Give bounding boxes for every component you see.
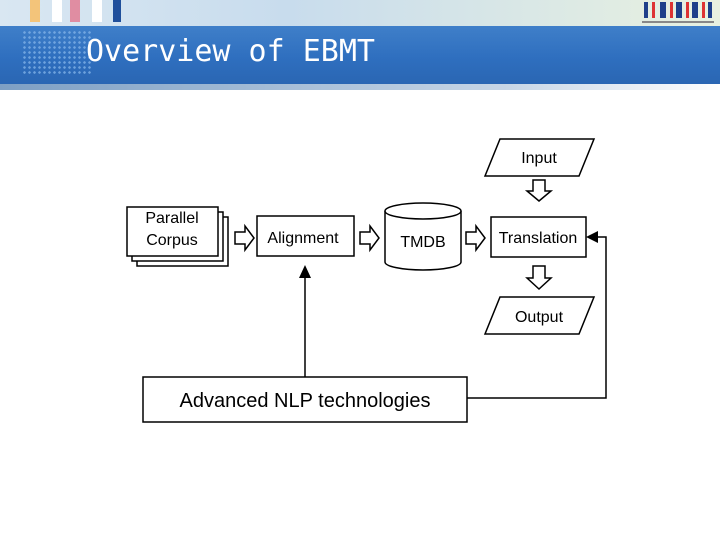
- lab-logo: [642, 2, 714, 23]
- input-label: Input: [521, 150, 557, 167]
- output-node: Output: [483, 296, 596, 335]
- page-title: Overview of EBMT: [86, 34, 375, 69]
- connector-nlp-to-translation: [467, 231, 607, 399]
- banner-dot-pattern: [22, 30, 92, 76]
- parallel-corpus-node: Parallel Corpus: [126, 206, 229, 267]
- input-node: Input: [483, 138, 596, 177]
- connector-nlp-to-alignment: [299, 265, 311, 377]
- arrow-alignment-to-tmdb: [359, 223, 380, 253]
- arrow-translation-to-output: [525, 265, 553, 291]
- alignment-label: Alignment: [267, 230, 339, 247]
- parallel-corpus-label-line1: Parallel: [145, 210, 198, 227]
- title-banner: [0, 26, 720, 84]
- nlp-node: Advanced NLP technologies: [142, 376, 468, 423]
- arrow-corpus-to-alignment: [234, 223, 255, 253]
- alignment-node: Alignment: [256, 215, 355, 257]
- tmdb-node: TMDB: [384, 202, 462, 271]
- banner-underline: [0, 84, 720, 90]
- arrow-input-to-translation: [524, 179, 554, 202]
- output-label: Output: [515, 309, 564, 326]
- nlp-label: Advanced NLP technologies: [180, 390, 431, 412]
- top-strip: [0, 0, 720, 26]
- tmdb-label: TMDB: [400, 234, 445, 251]
- translation-label: Translation: [499, 230, 578, 247]
- arrow-tmdb-to-translation: [465, 223, 486, 253]
- top-strip-decoration: [30, 0, 121, 22]
- parallel-corpus-label-line2: Corpus: [146, 232, 198, 249]
- translation-node: Translation: [490, 216, 587, 258]
